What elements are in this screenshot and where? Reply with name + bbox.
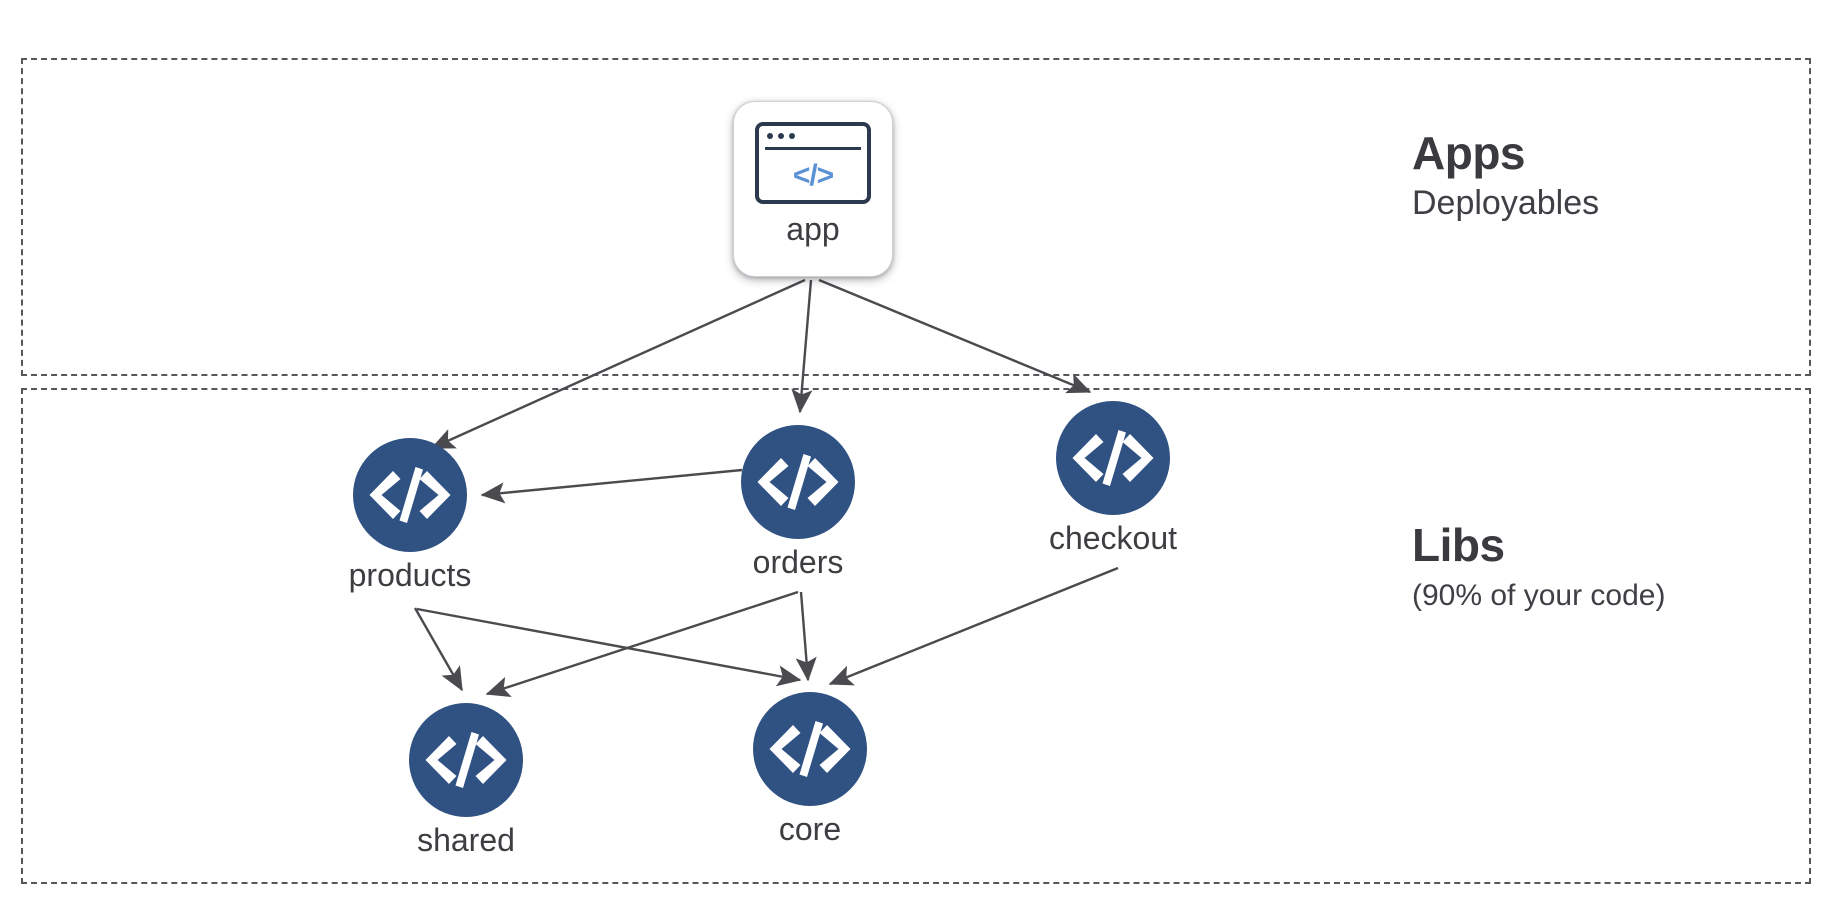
browser-code-icon: </> — [755, 122, 871, 204]
node-core[interactable]: core — [753, 692, 867, 847]
code-glyph: </> — [792, 159, 834, 192]
legend-libs-title: Libs — [1412, 519, 1505, 571]
legend-libs-subtitle: (90% of your code) — [1412, 578, 1666, 612]
code-icon — [353, 438, 467, 552]
node-label-orders: orders — [752, 544, 844, 580]
node-label-products: products — [348, 557, 472, 593]
node-app[interactable]: </> app — [733, 101, 893, 277]
legend-apps-subtitle: Deployables — [1412, 183, 1600, 222]
legend-libs: Libs (90% of your code) — [1412, 519, 1666, 612]
node-shared[interactable]: shared — [409, 703, 523, 858]
legend-apps: Apps Deployables — [1412, 127, 1600, 222]
zone-libs — [21, 388, 1811, 884]
node-orders[interactable]: orders — [741, 425, 855, 580]
code-icon — [753, 692, 867, 806]
legend-apps-title: Apps — [1412, 127, 1526, 179]
node-label-core: core — [778, 811, 842, 847]
node-label-app: app — [786, 211, 840, 247]
node-label-shared: shared — [417, 822, 515, 858]
code-icon — [1056, 401, 1170, 515]
node-products[interactable]: products — [349, 438, 471, 593]
browser-dots-icon — [767, 133, 795, 139]
node-label-checkout: checkout — [1048, 520, 1178, 556]
code-icon — [741, 425, 855, 539]
code-icon — [409, 703, 523, 817]
node-checkout[interactable]: checkout — [1049, 401, 1177, 556]
browser-divider — [765, 147, 861, 150]
